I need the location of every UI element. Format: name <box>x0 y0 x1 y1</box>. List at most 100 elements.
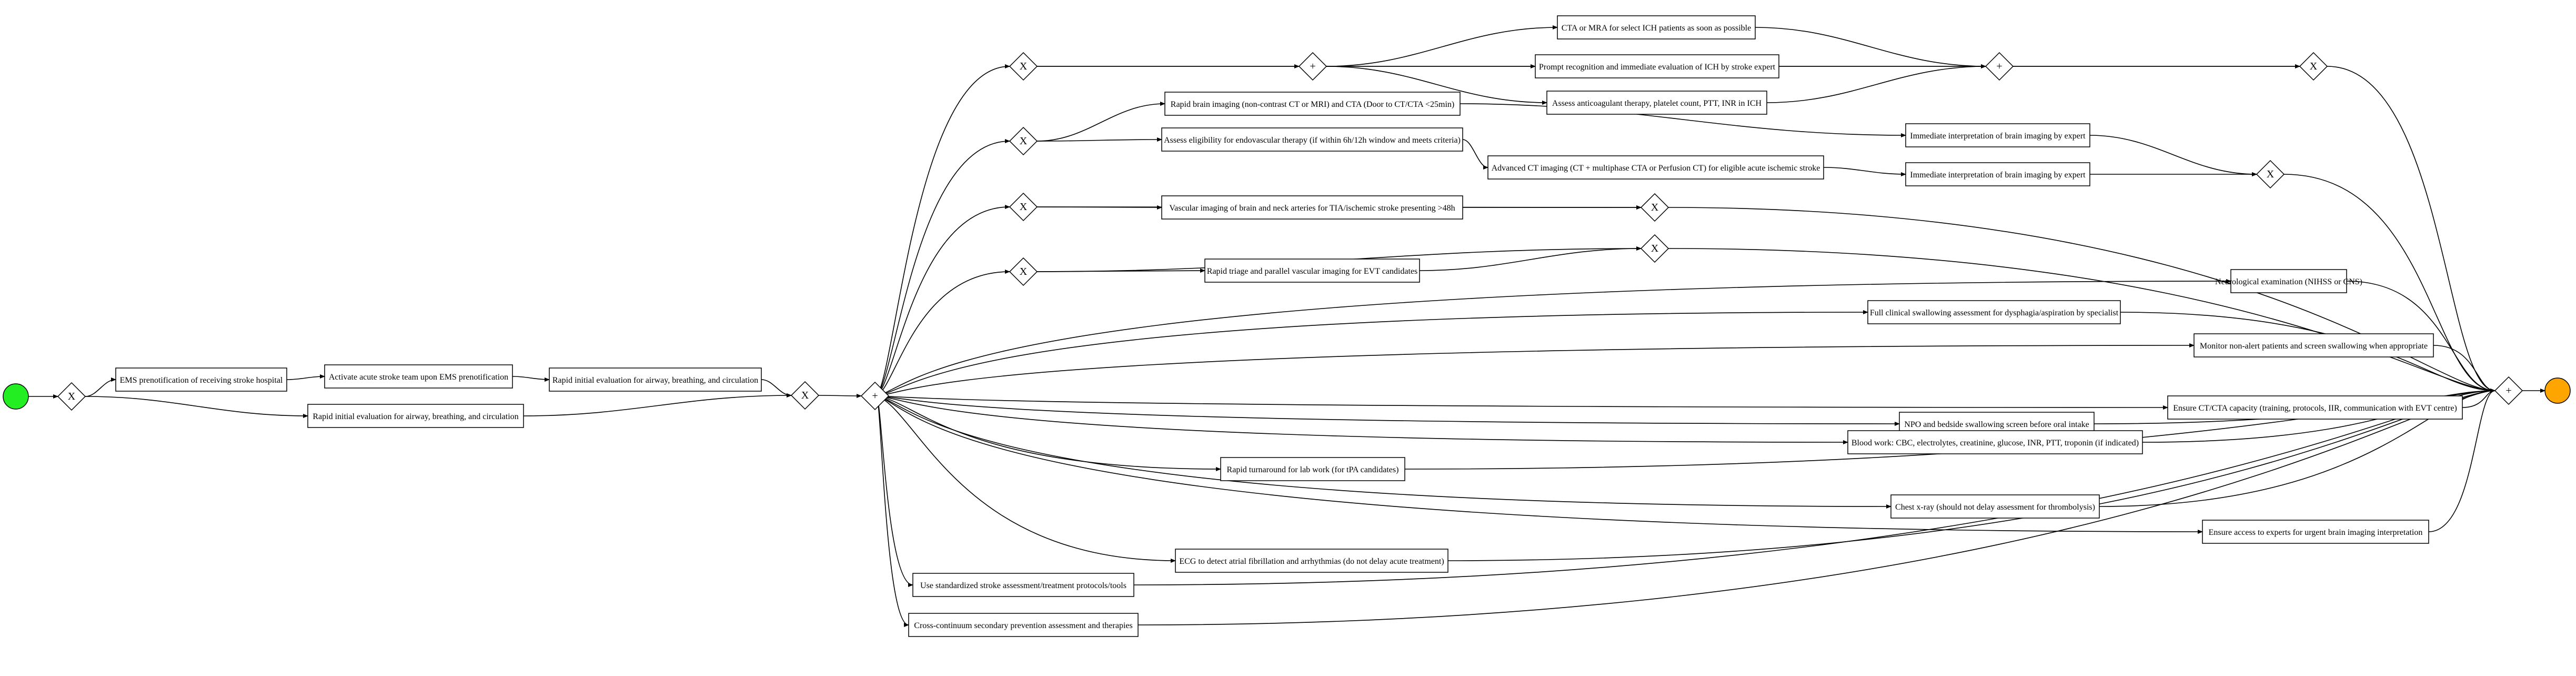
gateway-symbol: X <box>1020 201 1028 213</box>
flow-t23-gK <box>2428 389 2496 532</box>
task-t12: Immediate interpretation of brain imagin… <box>1905 162 2090 186</box>
task-box <box>1890 494 2100 519</box>
exclusive-gateway <box>1009 126 1038 156</box>
flow-g3-t23 <box>877 395 2203 534</box>
flow-g2-g3 <box>818 393 862 398</box>
flow-t4-g2 <box>523 393 792 416</box>
flow-g3-t20 <box>877 395 1848 444</box>
gateway-symbol: X <box>1020 61 1028 72</box>
flow-t8-t9 <box>1460 103 1906 137</box>
end-event <box>2544 377 2571 404</box>
task-box <box>1905 162 2090 186</box>
task-t11: Advanced CT imaging (CT + multiphase CTA… <box>1487 155 1824 180</box>
flow-t14-gJ <box>1419 246 1642 271</box>
task-label: ECG to detect atrial fibrillation and ar… <box>1179 557 1444 566</box>
task-t2: Activate acute stroke team upon EMS pren… <box>324 364 513 389</box>
task-t22: Chest x-ray (should not delay assessment… <box>1890 494 2100 519</box>
gateway-symbol: + <box>1996 61 2002 72</box>
task-box <box>2230 269 2347 293</box>
task-box <box>1175 549 1448 573</box>
task-box <box>115 367 287 392</box>
flow-gB-t5 <box>1326 25 1558 67</box>
flow-g3-t22 <box>877 395 1891 509</box>
task-box <box>1535 54 1779 78</box>
exclusive-gateway <box>2299 52 2328 81</box>
exclusive-gateway <box>790 381 820 410</box>
flow-g3-t24 <box>877 395 1176 563</box>
gateway-symbol: + <box>1310 61 1315 72</box>
flow-gJ-gK <box>1668 248 2496 393</box>
exclusive-gateway <box>1640 234 1669 263</box>
flow-g3-gE <box>877 139 1010 396</box>
task-label: Use standardized stroke assessment/treat… <box>920 581 1126 590</box>
flow-g3-gA <box>877 64 1010 396</box>
task-label: Ensure access to experts for urgent brai… <box>2209 528 2423 537</box>
gateway-symbol: X <box>1020 266 1028 277</box>
task-label: Rapid initial evaluation for airway, bre… <box>552 376 758 385</box>
task-box <box>1905 123 2090 147</box>
task-label: Full clinical swallowing assessment for … <box>1870 309 2119 317</box>
flow-g3-t21 <box>877 395 1221 471</box>
task-box <box>2193 333 2434 357</box>
task-label: Rapid initial evaluation for airway, bre… <box>313 412 518 421</box>
exclusive-gateway <box>1009 192 1038 222</box>
flow-t11-t12 <box>1823 167 1906 176</box>
gateway-symbol: X <box>1651 243 1659 254</box>
task-label: Rapid brain imaging (non-contrast CT or … <box>1171 100 1454 109</box>
flow-g3-t18 <box>877 395 1900 426</box>
flow-t7-gC <box>1766 64 1986 103</box>
task-t19: Ensure CT/CTA capacity (training, protoc… <box>2167 395 2463 420</box>
task-t10: Assess eligibility for endovascular ther… <box>1161 127 1463 152</box>
task-t15: Neurological examination (NIHSS or CNS) <box>2215 269 2362 293</box>
flow-g1-t4 <box>85 396 308 418</box>
task-box <box>1847 430 2143 454</box>
task-label: Vascular imaging of brain and neck arter… <box>1169 204 1455 213</box>
task-t8: Rapid brain imaging (non-contrast CT or … <box>1164 92 1461 116</box>
parallel-gateway <box>1985 52 2014 81</box>
task-t5: CTA or MRA for select ICH patients as so… <box>1557 15 1756 39</box>
exclusive-gateway <box>1009 52 1038 81</box>
task-label: Immediate interpretation of brain imagin… <box>1910 132 2086 141</box>
parallel-gateway <box>1298 52 1327 81</box>
flow-g3-gI <box>877 270 1010 396</box>
gateway-symbol: X <box>2267 168 2275 180</box>
task-t4: Rapid initial evaluation for airway, bre… <box>307 404 524 428</box>
task-t14: Rapid triage and parallel vascular imagi… <box>1204 259 1420 283</box>
task-t16: Full clinical swallowing assessment for … <box>1867 300 2121 324</box>
sequence-flows <box>28 25 2545 627</box>
task-label: Monitor non-alert patients and screen sw… <box>2200 342 2428 351</box>
task-t25: Use standardized stroke assessment/treat… <box>912 573 1134 597</box>
task-label: Activate acute stroke team upon EMS pren… <box>329 373 508 382</box>
flow-g3-t19 <box>877 395 2168 410</box>
task-label: CTA or MRA for select ICH patients as so… <box>1562 24 1751 33</box>
flow-t26-gK <box>1138 389 2496 625</box>
task-t3: Rapid initial evaluation for airway, bre… <box>549 367 762 392</box>
task-box <box>2202 520 2429 544</box>
flow-t10-t11 <box>1462 139 1488 170</box>
task-t23: Ensure access to experts for urgent brai… <box>2202 520 2429 544</box>
task-box <box>1867 300 2121 324</box>
task-label: Assess eligibility for endovascular ther… <box>1164 136 1461 145</box>
task-label: Blood work: CBC, electrolytes, creatinin… <box>1852 439 2139 448</box>
task-box <box>1164 92 1461 116</box>
task-box <box>1220 457 1405 481</box>
task-label: NPO and bedside swallowing screen before… <box>1904 420 2089 429</box>
flow-g3-gG <box>877 205 1010 396</box>
task-box <box>1557 15 1756 39</box>
exclusive-gateway <box>2256 160 2285 189</box>
task-label: Prompt recognition and immediate evaluat… <box>1539 63 1776 72</box>
task-t9: Immediate interpretation of brain imagin… <box>1905 123 2090 147</box>
task-t24: ECG to detect atrial fibrillation and ar… <box>1175 549 1448 573</box>
flow-t15-gK <box>2346 281 2496 393</box>
flow-g3-t16 <box>877 310 1868 396</box>
task-box <box>908 613 1139 637</box>
flow-t2-t3 <box>512 376 550 382</box>
flow-gE-t8 <box>1037 102 1165 142</box>
flow-t3-g2 <box>761 379 792 397</box>
task-box <box>1546 91 1767 115</box>
task-box <box>2167 395 2463 420</box>
flow-t1-t2 <box>286 374 325 380</box>
flow-g3-t15 <box>877 279 2231 396</box>
flow-gH-gK <box>1668 207 2496 393</box>
